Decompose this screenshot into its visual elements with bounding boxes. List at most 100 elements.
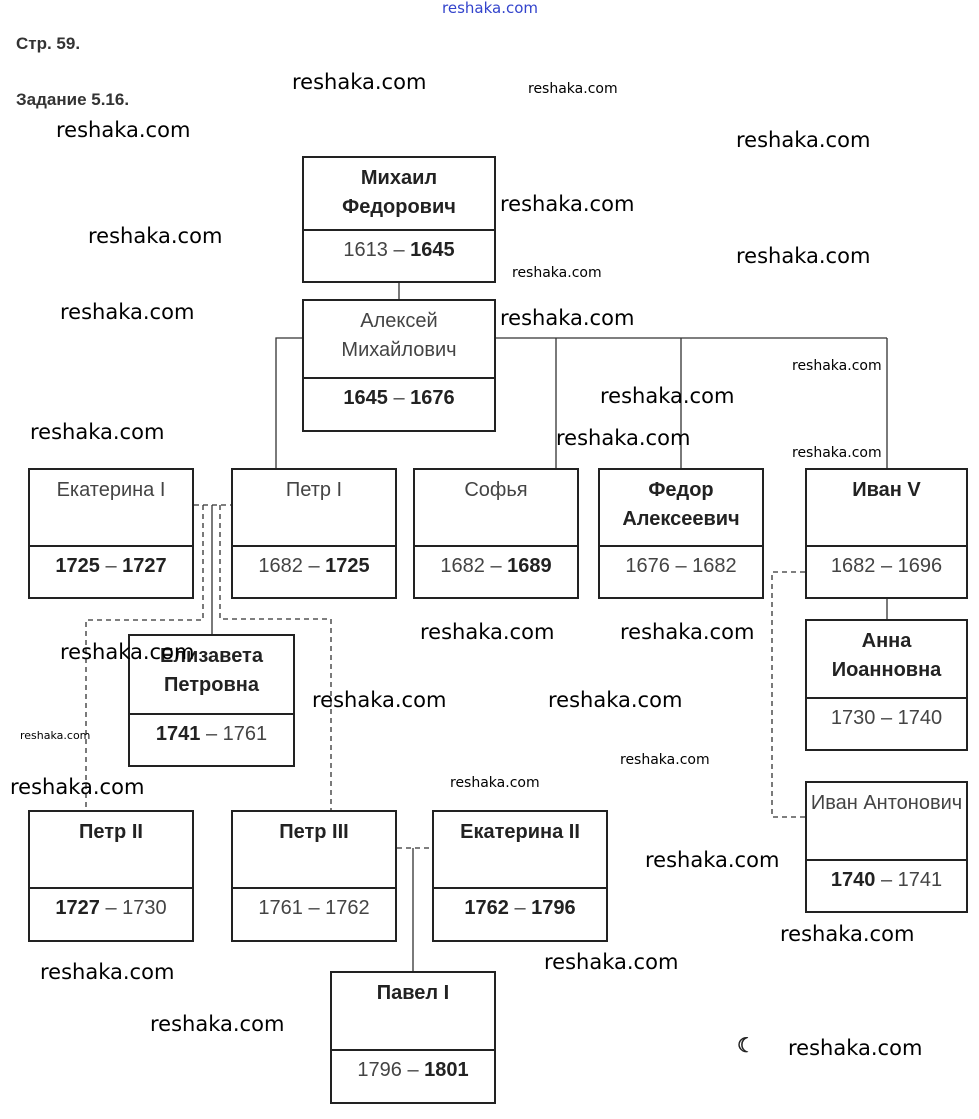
dashed-line-to-ivan-antonovich xyxy=(771,571,805,818)
reign-start: 1727 xyxy=(55,897,100,919)
person-box: Алексей Михайлович 1645 – 1676 xyxy=(302,299,496,432)
divider xyxy=(600,545,762,547)
dash: – xyxy=(880,555,893,577)
reign-years: 1725 – 1727 xyxy=(30,554,192,578)
watermark: reshaka.com xyxy=(500,306,635,330)
watermark: reshaka.com xyxy=(20,729,91,742)
reign-years: 1645 – 1676 xyxy=(304,386,494,410)
reign-start: 1682 xyxy=(258,555,303,577)
person-name: Елизавета Петровна xyxy=(160,645,263,696)
dash: – xyxy=(407,1059,419,1081)
person-box: Елизавета Петровна 1741 – 1761 xyxy=(128,634,295,767)
person-box: Иван V 1682 – 1696 xyxy=(805,468,968,599)
reign-years: 1682 – 1725 xyxy=(233,554,395,578)
reign-end: 1730 xyxy=(122,897,167,919)
person-box: Екатерина II 1762 – 1796 xyxy=(432,810,608,942)
dashed-line-to-petr2 xyxy=(85,505,204,810)
watermark: reshaka.com xyxy=(450,775,540,791)
person-name: Иван Антонович xyxy=(810,792,963,814)
task-title: Задание 5.16. xyxy=(16,90,130,109)
watermark: reshaka.com xyxy=(500,192,635,216)
dash: – xyxy=(514,897,526,919)
reign-end: 1689 xyxy=(507,555,552,577)
person-box: Петр III 1761 – 1762 xyxy=(231,810,397,942)
person-name: Екатерина II xyxy=(460,821,580,843)
reign-start: 1741 xyxy=(155,723,201,745)
watermark: reshaka.com xyxy=(150,1012,285,1036)
watermark: reshaka.com xyxy=(292,70,427,94)
reign-years: 1762 – 1796 xyxy=(434,896,606,920)
dash: – xyxy=(393,387,405,409)
reign-start: 1796 xyxy=(357,1059,402,1081)
watermark: reshaka.com xyxy=(420,620,555,644)
watermark: reshaka.com xyxy=(736,128,871,152)
reign-end: 1762 xyxy=(325,897,370,919)
person-name: Екатерина I xyxy=(56,479,166,501)
divider xyxy=(807,697,966,699)
dash: – xyxy=(880,869,893,891)
reign-start: 1676 xyxy=(625,555,670,577)
dash: – xyxy=(308,555,320,577)
watermark: reshaka.com xyxy=(60,640,195,664)
dash: – xyxy=(675,555,687,577)
watermark: reshaka.com xyxy=(620,620,755,644)
reign-start: 1613 xyxy=(343,239,388,261)
person-box: Екатерина I 1725 – 1727 xyxy=(28,468,194,599)
reign-start: 1761 xyxy=(258,897,303,919)
watermark: reshaka.com xyxy=(620,752,710,768)
watermark: reshaka.com xyxy=(528,81,618,97)
reign-years: 1741 – 1761 xyxy=(130,722,293,746)
reign-start: 1762 xyxy=(464,897,509,919)
watermark: reshaka.com xyxy=(88,224,223,248)
divider xyxy=(304,377,494,379)
person-box: Петр II 1727 – 1730 xyxy=(28,810,194,942)
person-box: Михаил Федорович 1613 – 1645 xyxy=(302,156,496,283)
watermark: reshaka.com xyxy=(548,688,683,712)
watermark: reshaka.com xyxy=(512,265,602,281)
reign-years: 1682 – 1689 xyxy=(415,554,577,578)
watermark: reshaka.com xyxy=(56,118,191,142)
watermark: reshaka.com xyxy=(645,848,780,872)
reign-end: 1761 xyxy=(222,723,268,745)
person-box: Анна Иоанновна 1730 – 1740 xyxy=(805,619,968,751)
page-number: Стр. 59. xyxy=(16,34,81,53)
watermark: reshaka.com xyxy=(788,1036,923,1060)
dash: – xyxy=(105,897,117,919)
dash: – xyxy=(490,555,502,577)
reign-years: 1727 – 1730 xyxy=(30,896,192,920)
reign-start: 1645 xyxy=(343,387,388,409)
reign-years: 1730 – 1740 xyxy=(807,706,966,730)
watermark: reshaka.com xyxy=(792,358,882,374)
divider xyxy=(130,713,293,715)
reign-end: 1740 xyxy=(897,707,943,729)
watermark: reshaka.com xyxy=(600,384,735,408)
reign-end: 1796 xyxy=(531,897,576,919)
divider xyxy=(807,545,966,547)
person-name: Павел I xyxy=(376,982,450,1004)
reign-years: 1682 – 1696 xyxy=(807,554,966,578)
person-box: Федор Алексеевич 1676 – 1682 xyxy=(598,468,764,599)
divider xyxy=(434,887,606,889)
person-name: Анна Иоанновна xyxy=(831,630,942,681)
person-name: Михаил Федорович xyxy=(342,167,456,218)
watermark: reshaka.com xyxy=(556,426,691,450)
reign-years: 1740 – 1741 xyxy=(807,868,966,892)
reign-end: 1645 xyxy=(410,239,455,261)
person-box: Петр I 1682 – 1725 xyxy=(231,468,397,599)
watermark: reshaka.com xyxy=(780,922,915,946)
reign-end: 1696 xyxy=(897,555,943,577)
watermark: reshaka.com xyxy=(30,420,165,444)
divider xyxy=(30,887,192,889)
watermark: reshaka.com xyxy=(312,688,447,712)
watermark: reshaka.com xyxy=(60,300,195,324)
reign-end: 1741 xyxy=(897,869,943,891)
divider xyxy=(807,859,966,861)
dash: – xyxy=(105,555,117,577)
reign-start: 1682 xyxy=(830,555,876,577)
watermark: reshaka.com xyxy=(544,950,679,974)
reign-years: 1676 – 1682 xyxy=(600,554,762,578)
person-name: Петр II xyxy=(79,821,143,843)
line-aleksei-petr1 xyxy=(275,337,302,468)
